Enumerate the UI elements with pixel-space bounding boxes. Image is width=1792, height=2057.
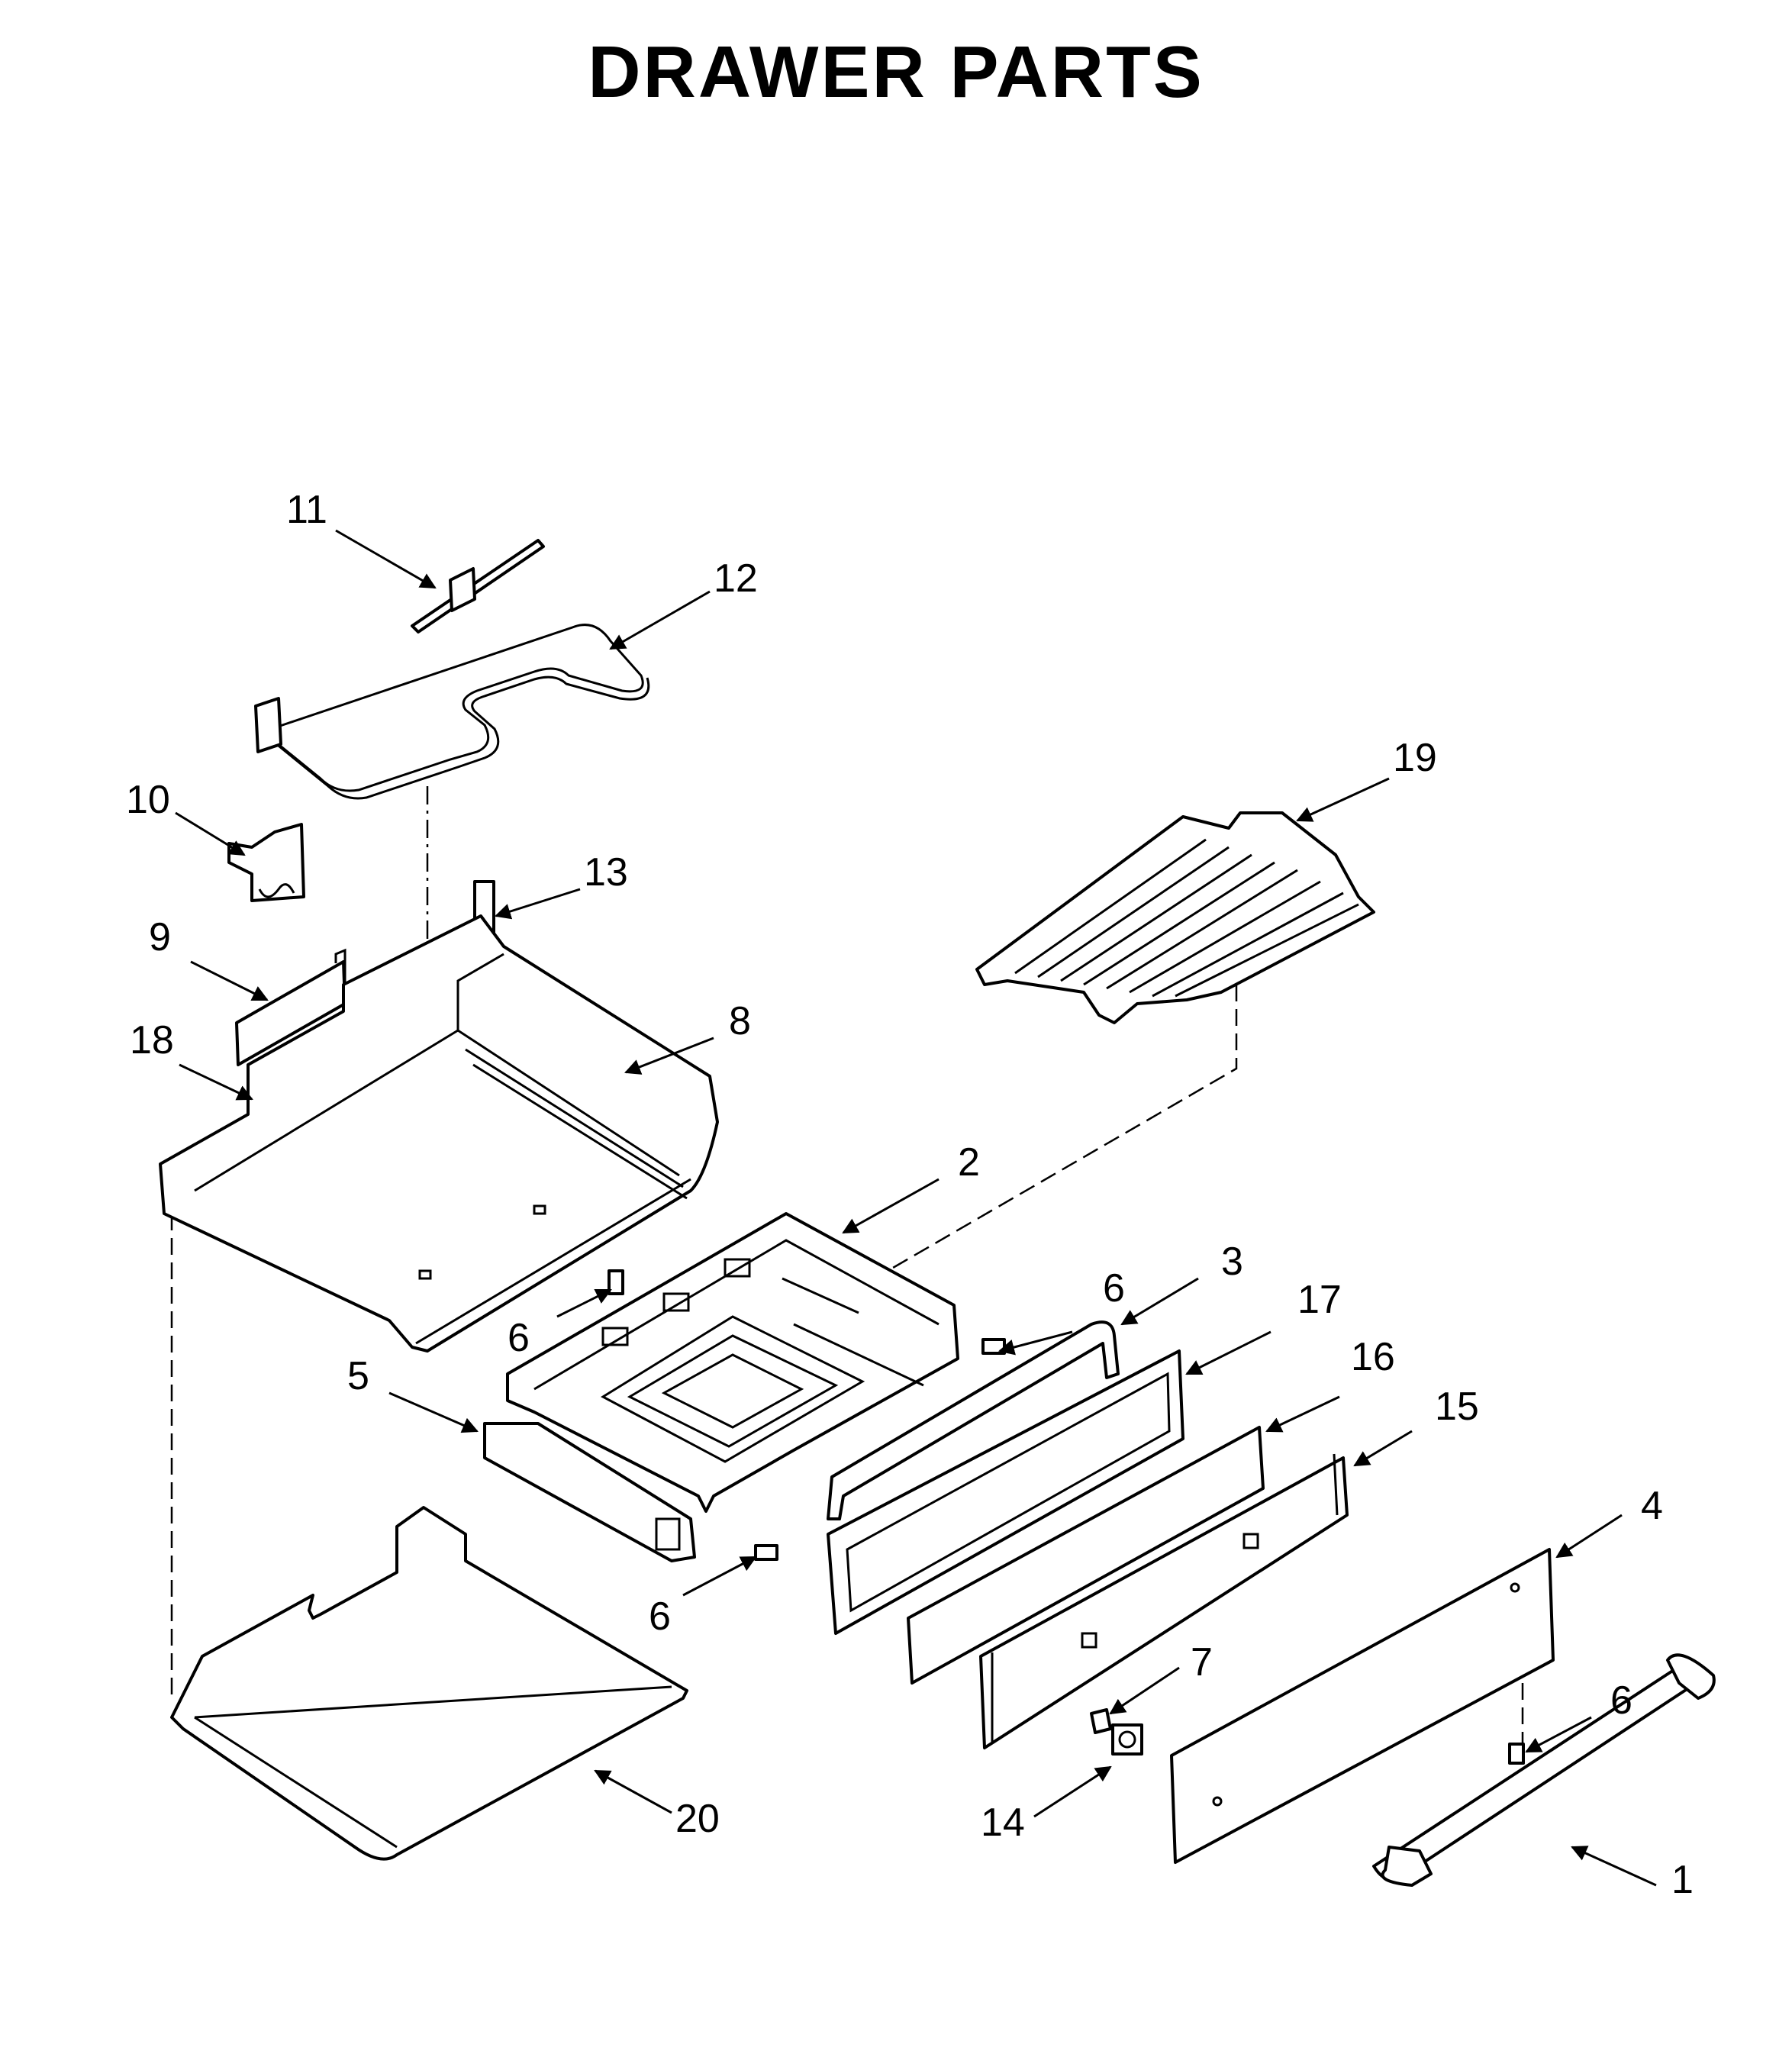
callout-16: 16 [1351,1335,1395,1379]
callout-20: 20 [675,1797,720,1841]
callout-4: 4 [1641,1484,1663,1528]
callout-10: 10 [126,778,170,822]
part-20-floor-pan [170,1506,688,1861]
callout-8: 8 [729,999,751,1043]
callout-1: 1 [1671,1858,1694,1902]
part-16-insulation [907,1426,1265,1685]
part-14-bracket [1111,1723,1143,1756]
part-5-slide-rail [483,1422,696,1562]
callout-9: 9 [149,915,171,959]
callout-15: 15 [1435,1385,1479,1429]
part-3-rod [827,1320,1120,1520]
callout-2: 2 [958,1140,980,1185]
callout-5: 5 [347,1354,369,1398]
callout-6a: 6 [1103,1266,1125,1311]
part-7-screw [1090,1708,1112,1734]
part-2-drawer-body [506,1212,959,1513]
part-1-handle [1372,1653,1716,1887]
callout-6b: 6 [508,1316,530,1360]
callout-19: 19 [1393,736,1437,780]
part-11-sensor [411,539,545,634]
callout-14: 14 [981,1801,1025,1845]
part-12-bake-element [254,624,650,800]
callout-6d: 6 [1610,1678,1632,1723]
callout-11: 11 [286,488,327,532]
callout-labels: 11 12 10 13 9 18 8 19 2 6 3 17 6 16 5 15… [126,488,1694,1902]
part-17-inner-panel [827,1349,1184,1635]
part-4-door-panel [1170,1548,1555,1864]
callout-12: 12 [714,556,758,601]
part-8-housing [159,914,719,1353]
leader-lines [175,529,1657,1887]
diagram-title: DRAWER PARTS [588,31,1204,113]
callout-17: 17 [1297,1278,1342,1322]
callout-6c: 6 [649,1594,671,1639]
callout-3: 3 [1221,1240,1243,1284]
callout-18: 18 [130,1018,174,1062]
part-15-front-panel [979,1453,1349,1749]
part-10-bracket [227,823,305,902]
callout-13: 13 [584,850,628,895]
callout-7: 7 [1191,1640,1213,1685]
part-19-rack [975,811,1375,1024]
